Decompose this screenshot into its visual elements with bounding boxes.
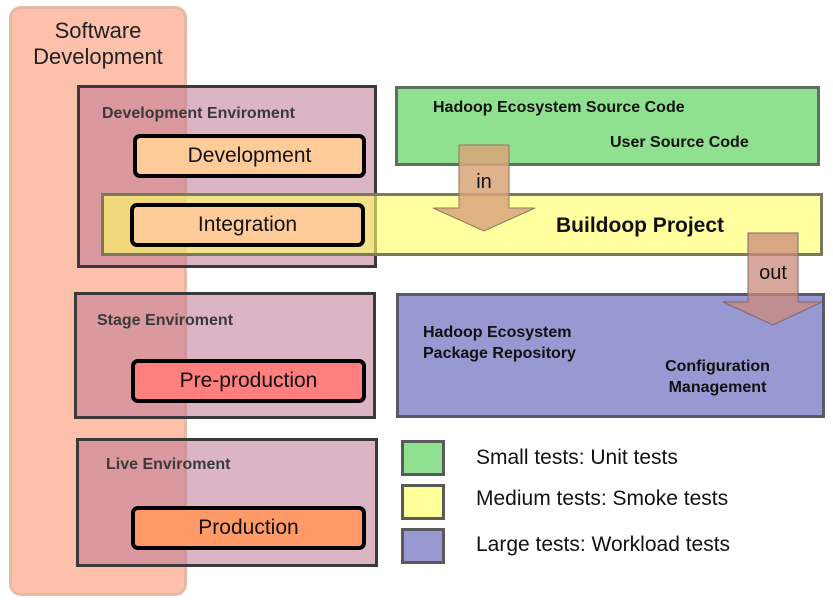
configuration-management-label: Configuration Management — [640, 356, 795, 398]
legend-swatch-small — [401, 440, 445, 476]
software-development-title: Software Development — [9, 18, 187, 70]
legend-swatch-medium — [401, 484, 445, 520]
development-stage: Development — [133, 134, 366, 178]
configuration-management-label-line2: Management — [668, 379, 767, 396]
out-arrow — [722, 232, 823, 326]
development-environment-label: Development Enviroment — [102, 105, 295, 122]
out-label: out — [759, 262, 787, 284]
legend-medium-tests: Medium tests: Smoke tests — [476, 487, 729, 510]
legend-swatch-large — [401, 528, 445, 564]
legend-small-tests: Small tests: Unit tests — [476, 446, 678, 469]
user-source-code-label: User Source Code — [610, 134, 749, 151]
buildoop-project-title: Buildoop Project — [556, 214, 724, 237]
live-environment-label: Live Enviroment — [106, 456, 231, 473]
software-development-title-line1: Software — [54, 18, 142, 43]
integration-stage: Integration — [130, 203, 365, 247]
package-repository-label-line1: Hadoop Ecosystem — [423, 324, 572, 341]
package-repository-label-line2: Package Repository — [423, 345, 576, 362]
in-arrow — [432, 144, 536, 232]
in-label: in — [476, 171, 492, 193]
preproduction-stage: Pre-production — [131, 359, 366, 403]
hadoop-source-code-label: Hadoop Ecosystem Source Code — [433, 99, 685, 116]
stage-environment-label: Stage Enviroment — [97, 312, 234, 329]
configuration-management-label-line1: Configuration — [665, 358, 770, 375]
software-development-title-line2: Development — [33, 44, 163, 69]
legend-large-tests: Large tests: Workload tests — [476, 533, 731, 556]
production-stage: Production — [131, 506, 366, 550]
package-repository-label: Hadoop Ecosystem Package Repository — [423, 322, 576, 364]
